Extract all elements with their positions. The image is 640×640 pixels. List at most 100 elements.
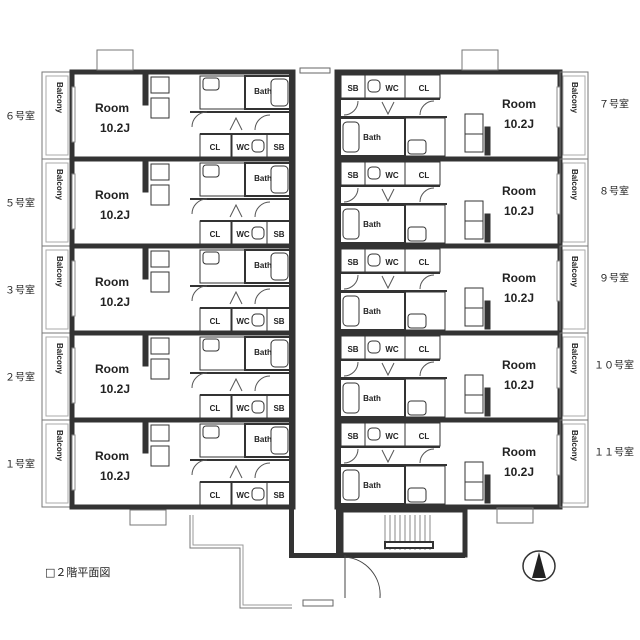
door-swing [343,100,435,116]
unit-number: ９号室 [599,272,629,285]
unit-outline [69,243,296,336]
sb-label: SB [273,317,284,326]
bathtub [270,339,289,368]
room-label: Room [95,275,129,289]
kitchen-wall [484,387,491,417]
sink [464,394,484,414]
closet [404,422,441,447]
wc-label: WC [236,143,250,152]
sink [150,97,170,119]
sink [150,271,170,293]
window [556,260,561,302]
room-size: 10.2J [100,295,130,309]
window [556,173,561,215]
toilet [251,487,265,501]
plan-caption: □２階平面図 [45,565,110,579]
room-size: 10.2J [504,378,534,392]
sb-label: SB [273,491,284,500]
cl-label: CL [210,491,221,500]
sb-label: SB [347,171,358,180]
wc-label: WC [236,491,250,500]
door-swing [343,274,435,290]
bath-label: Bath [363,481,381,490]
unit-number: ７号室 [599,98,629,111]
bathtub [342,121,360,153]
room-size: 10.2J [100,382,130,396]
bathtub [270,78,289,107]
wc-label: WC [385,84,399,93]
door-swing [343,361,435,377]
toilet [367,166,381,180]
unit-number: ５号室 [5,197,35,210]
sink [464,481,484,501]
bath-label: Bath [254,348,272,357]
closet [404,161,441,186]
cl-label: CL [419,432,430,441]
balcony-label: Balcony [570,256,579,288]
stove [150,424,170,442]
common-area [189,67,468,609]
sb-label: SB [273,404,284,413]
window [71,434,76,491]
toilet [367,340,381,354]
washroom [404,117,446,157]
sink [150,358,170,380]
north-arrow-icon [522,550,556,582]
cl-label: CL [210,404,221,413]
toilet [251,139,265,153]
cl-label: CL [210,143,221,152]
door-swing [191,111,271,131]
closet [404,335,441,360]
washbasin [202,164,220,178]
balcony-label: Balcony [55,256,64,288]
unit-number: ６号室 [5,110,35,123]
toilet [251,226,265,240]
kitchen-wall [142,161,149,193]
door-swing [191,198,271,218]
room-label: Room [95,449,129,463]
bay-window [496,507,534,524]
balcony-label: Balcony [55,430,64,462]
bath-label: Bath [254,435,272,444]
balcony-label: Balcony [570,82,579,114]
sb-label: SB [347,258,358,267]
bay-window [96,49,134,71]
sb-label: SB [273,230,284,239]
unit-outline [334,417,563,510]
sink [150,445,170,467]
stove [464,287,484,309]
balcony-label: Balcony [55,82,64,114]
door-swing [191,285,271,305]
balcony-label: Balcony [570,430,579,462]
bath-label: Bath [363,307,381,316]
washroom [199,162,246,197]
washbasin [407,487,427,503]
stair-landing-rail [384,541,434,549]
door-swing [191,459,271,479]
closet [199,481,232,506]
closet [404,74,441,99]
room-size: 10.2J [504,465,534,479]
corridor-end-window [299,67,331,74]
unit-number: １号室 [5,458,35,471]
window [556,347,561,389]
kitchen-wall [484,126,491,156]
bath-label: Bath [363,133,381,142]
room-label: Room [95,362,129,376]
washbasin [407,139,427,155]
washbasin [202,77,220,91]
room-label: Room [502,97,536,111]
unit-outline [69,69,296,162]
stove [464,461,484,483]
toilet [367,427,381,441]
washroom [199,75,246,110]
wc-label: WC [385,258,399,267]
door-swing [343,448,435,464]
toilet [367,79,381,93]
